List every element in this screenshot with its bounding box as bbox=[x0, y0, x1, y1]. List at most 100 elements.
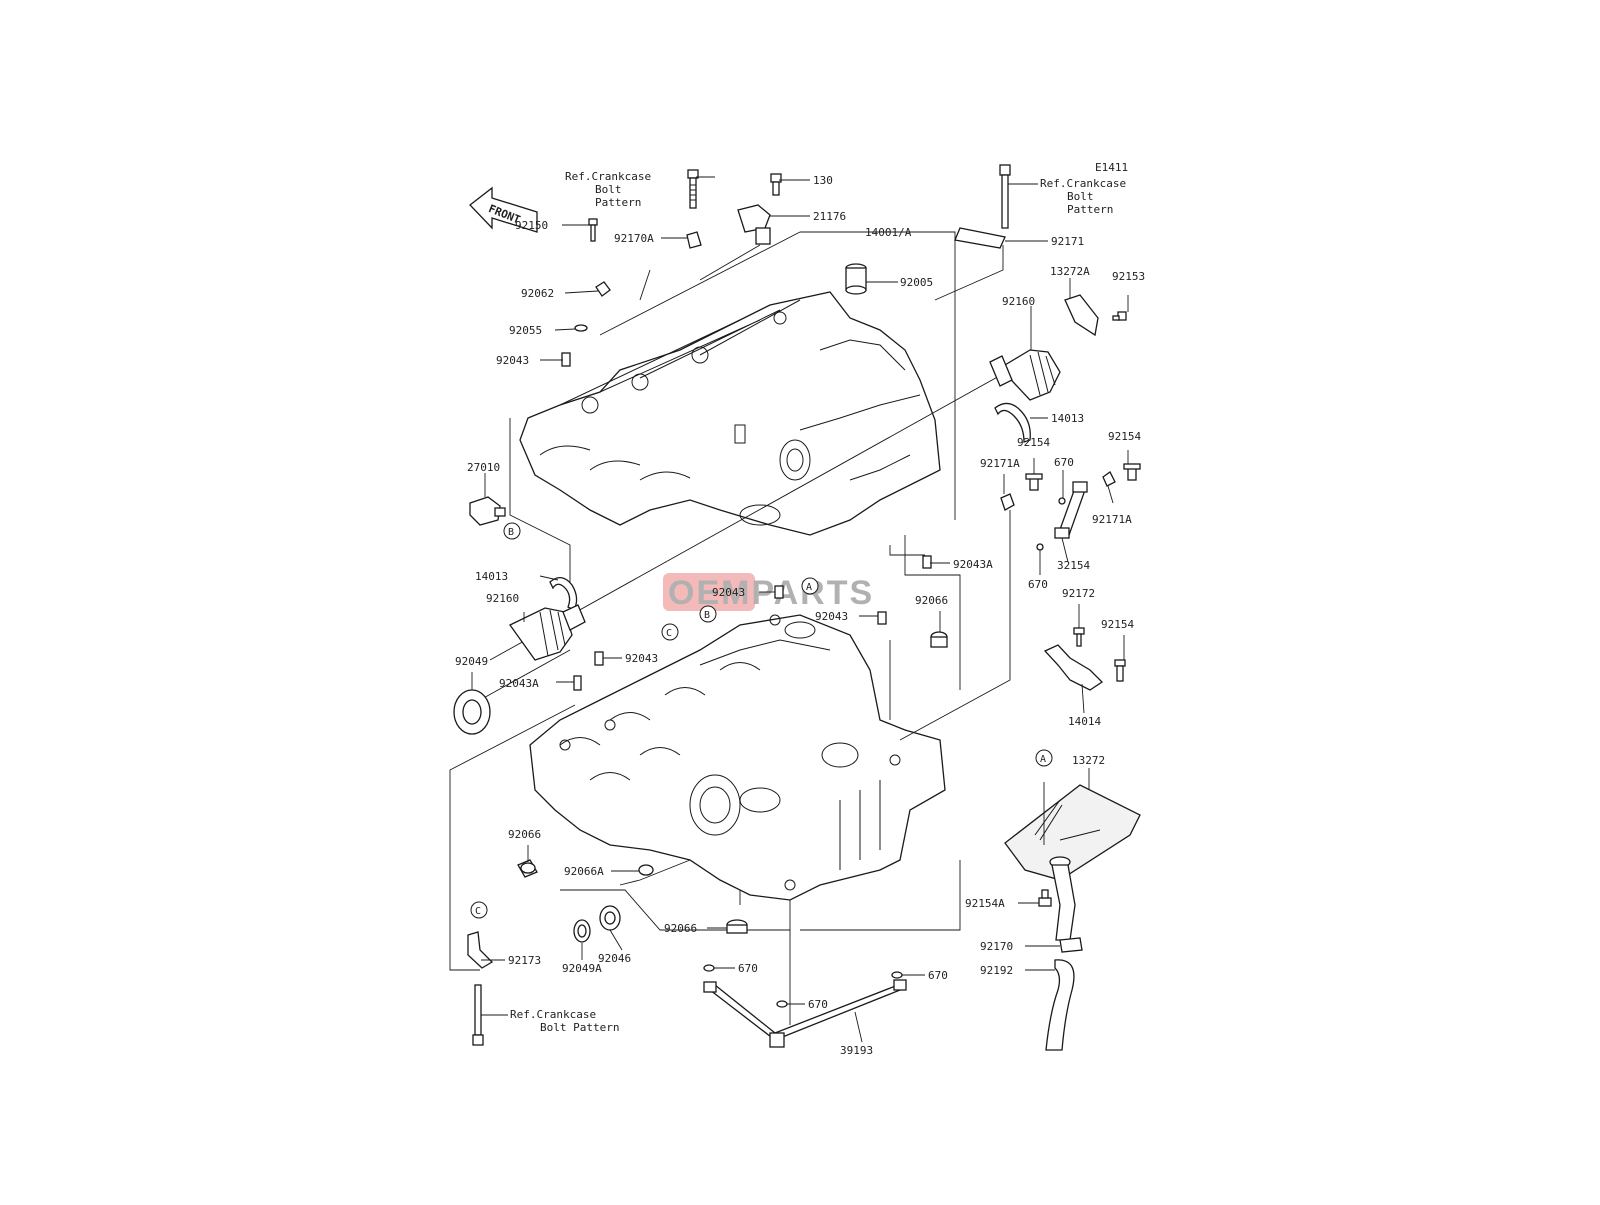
callout-c-2-text: C bbox=[475, 906, 481, 917]
oring-670-b bbox=[1036, 543, 1044, 551]
label-14001A: 14001/A bbox=[865, 226, 912, 239]
bearing-92046 bbox=[599, 905, 621, 931]
label-670-c: 670 bbox=[738, 962, 758, 975]
label-670-b: 670 bbox=[1028, 578, 1048, 591]
label-92049A: 92049A bbox=[562, 962, 602, 975]
ref1-line2: Bolt bbox=[595, 183, 622, 196]
watermark-2: OEMPARTS bbox=[663, 573, 874, 612]
pipe-32154 bbox=[1054, 481, 1088, 539]
diagram-id: E1411 bbox=[1095, 161, 1128, 174]
oil-pipe-right bbox=[1049, 856, 1076, 941]
callout-b-2-text: B bbox=[704, 610, 710, 621]
ref-label-top-left: Ref.Crankcase Bolt Pattern bbox=[565, 170, 651, 209]
seal-92049 bbox=[453, 689, 491, 735]
dowel-92043-a bbox=[561, 352, 571, 367]
plug-92066-c bbox=[726, 919, 748, 934]
ref-label-bottom: Ref.Crankcase Bolt Pattern bbox=[510, 1008, 619, 1034]
label-92005: 92005 bbox=[900, 276, 933, 289]
label-21176: 21176 bbox=[813, 210, 846, 223]
callout-c-1-text: C bbox=[666, 628, 672, 639]
label-92160-b: 92160 bbox=[486, 592, 519, 605]
front-arrow-icon: FRONT bbox=[469, 186, 538, 233]
thrust-14013-upper bbox=[994, 402, 1031, 443]
label-32154: 32154 bbox=[1057, 559, 1090, 572]
oring-670-d bbox=[891, 971, 903, 979]
guide-lines-upper bbox=[509, 231, 1004, 690]
label-92154-c: 92154 bbox=[1101, 618, 1134, 631]
bearing-92160-lower bbox=[509, 604, 586, 661]
shaft-axis-2 bbox=[479, 649, 571, 701]
label-14013-a: 14013 bbox=[1051, 412, 1084, 425]
callout-c-2: C bbox=[470, 901, 488, 919]
bracket-92173 bbox=[467, 931, 494, 969]
label-92066-a: 92066 bbox=[915, 594, 948, 607]
label-92049: 92049 bbox=[455, 655, 488, 668]
oring-92055 bbox=[574, 324, 588, 332]
oring-670-c bbox=[703, 964, 715, 972]
hose-92192 bbox=[1045, 959, 1075, 1051]
bracket-13272A bbox=[1064, 294, 1099, 337]
ref1-line1: Ref.Crankcase bbox=[565, 170, 651, 183]
upper-crankcase bbox=[519, 291, 941, 536]
oring-670-a bbox=[1058, 497, 1066, 505]
label-92066A: 92066A bbox=[564, 865, 604, 878]
label-13272A: 13272A bbox=[1050, 265, 1090, 278]
plug-92066A bbox=[638, 864, 654, 876]
crankcase-bolt-bottom bbox=[472, 984, 484, 1046]
bolt-92154-a bbox=[1025, 473, 1043, 491]
label-92170A: 92170A bbox=[614, 232, 654, 245]
label-14013-b: 14013 bbox=[475, 570, 508, 583]
baffle-13272 bbox=[1004, 782, 1141, 881]
label-130: 130 bbox=[813, 174, 833, 187]
guide-lines-lower bbox=[449, 510, 1011, 1025]
switch-27010 bbox=[469, 496, 506, 526]
label-92171A-b: 92171A bbox=[1092, 513, 1132, 526]
label-27010: 27010 bbox=[467, 461, 500, 474]
bolt-92150 bbox=[588, 218, 598, 242]
dowel-92043A-a bbox=[922, 555, 932, 569]
label-92043-a: 92043 bbox=[496, 354, 529, 367]
label-92066-b: 92066 bbox=[508, 828, 541, 841]
watermark-text-2: OEMPARTS bbox=[668, 574, 874, 612]
bolt-92154A bbox=[1038, 889, 1052, 907]
label-92043A-a: 92043A bbox=[953, 558, 993, 571]
bolt-92154-c bbox=[1114, 659, 1126, 682]
dowel-92043-b bbox=[774, 585, 784, 599]
sensor-21176 bbox=[737, 204, 771, 245]
bolt-92171A-a bbox=[1000, 493, 1015, 511]
ref2-line3: Pattern bbox=[1067, 203, 1113, 216]
label-14014: 14014 bbox=[1068, 715, 1101, 728]
callout-b-1-text: B bbox=[508, 527, 514, 538]
ref3-line1: Ref.Crankcase bbox=[510, 1008, 596, 1021]
label-92171: 92171 bbox=[1051, 235, 1084, 248]
label-92154-b: 92154 bbox=[1108, 430, 1141, 443]
label-92192: 92192 bbox=[980, 964, 1013, 977]
bolt-130 bbox=[770, 173, 782, 196]
dowel-92043-d bbox=[594, 651, 604, 666]
label-92153: 92153 bbox=[1112, 270, 1145, 283]
callout-b-1: B bbox=[503, 522, 521, 540]
seal-92049A bbox=[573, 919, 591, 943]
label-92043-c: 92043 bbox=[815, 610, 848, 623]
callout-a-2-text: A bbox=[1040, 754, 1046, 765]
bolt-92153 bbox=[1112, 311, 1127, 321]
callout-b-2: B bbox=[699, 605, 717, 623]
label-92171A-a: 92171A bbox=[980, 457, 1020, 470]
ref1-line3: Pattern bbox=[595, 196, 641, 209]
label-670-e: 670 bbox=[808, 998, 828, 1011]
pipe-39193 bbox=[703, 979, 907, 1048]
label-92170: 92170 bbox=[980, 940, 1013, 953]
crankcase-bolt-top-2 bbox=[999, 164, 1011, 229]
bearing-92160-upper bbox=[989, 349, 1061, 401]
label-92154-a: 92154 bbox=[1017, 436, 1050, 449]
ref-label-top-right: Ref.Crankcase Bolt Pattern bbox=[1040, 177, 1126, 216]
clamp-92170A bbox=[686, 231, 702, 249]
leader-lines bbox=[471, 176, 1129, 1043]
lower-crankcase bbox=[529, 614, 946, 901]
label-92154A: 92154A bbox=[965, 897, 1005, 910]
fitting-92005 bbox=[845, 263, 867, 295]
crankcase-bolt-top-1 bbox=[687, 169, 699, 209]
ref2-line2: Bolt bbox=[1067, 190, 1094, 203]
